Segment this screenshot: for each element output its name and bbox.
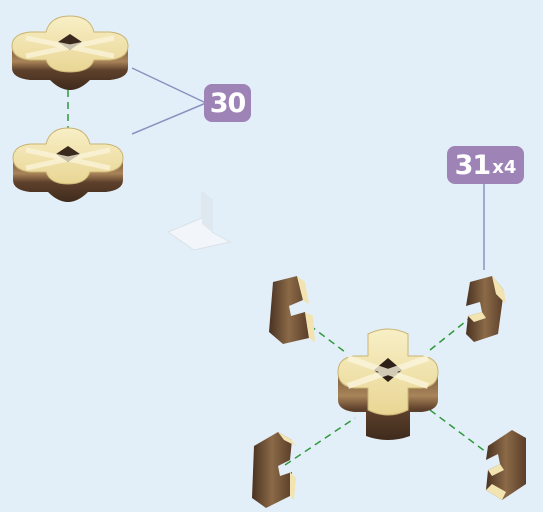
- callout-number-31: 31: [454, 149, 492, 181]
- leader-lines: [131, 67, 485, 270]
- leader-line-30-upper: [131, 67, 207, 104]
- part-31-arm-upper-right: [466, 276, 506, 342]
- callout-quantity-31: x4: [492, 157, 517, 178]
- part-30-upper: [11, 15, 129, 90]
- guide-line-lower-right: [429, 409, 491, 456]
- part-31-arm-lower-left: [252, 432, 296, 508]
- guide-line-upper-right: [429, 317, 471, 351]
- callout-number-30: 30: [209, 87, 247, 119]
- part-31-arm-lower-right: [486, 430, 526, 500]
- part-31-arm-upper-left: [269, 276, 315, 344]
- guide-line-lower-left: [284, 417, 356, 466]
- part-30-lower: [12, 127, 124, 202]
- guide-line-upper-left: [299, 317, 346, 353]
- leader-line-30-lower: [131, 102, 207, 135]
- callout-badge-30: 30: [204, 84, 251, 122]
- rotate-arrow-icon: [166, 190, 232, 251]
- part-31-hub: [337, 328, 439, 440]
